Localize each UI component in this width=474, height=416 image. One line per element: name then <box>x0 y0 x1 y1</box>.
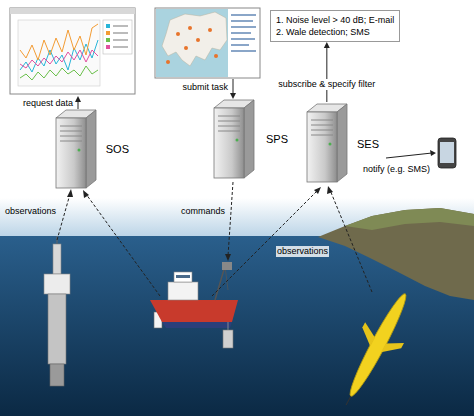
arrow-head <box>324 42 330 48</box>
flow-label: notify (e.g. SMS) <box>362 164 431 175</box>
server-node: SPS <box>212 98 292 180</box>
flow-label: request data <box>22 98 74 109</box>
server-name: SES <box>357 138 379 150</box>
flow-label: submit task <box>181 82 229 93</box>
server-name: SOS <box>106 143 129 155</box>
server-name: SPS <box>266 133 288 145</box>
filter-rule: 2. Wale detection; SMS <box>276 26 394 38</box>
filter-box: 1. Noise level > 40 dB; E-mail2. Wale de… <box>270 10 400 42</box>
connector-line <box>326 47 327 102</box>
edge-label: subscribe & specify filter <box>277 79 376 90</box>
flow-label: commands <box>180 206 226 217</box>
server-node: SOS <box>55 108 133 190</box>
flow-label: observations <box>276 246 329 257</box>
flow-label: observations <box>4 206 57 217</box>
connector-arrow <box>324 42 330 102</box>
filter-rule: 1. Noise level > 40 dB; E-mail <box>276 14 394 26</box>
